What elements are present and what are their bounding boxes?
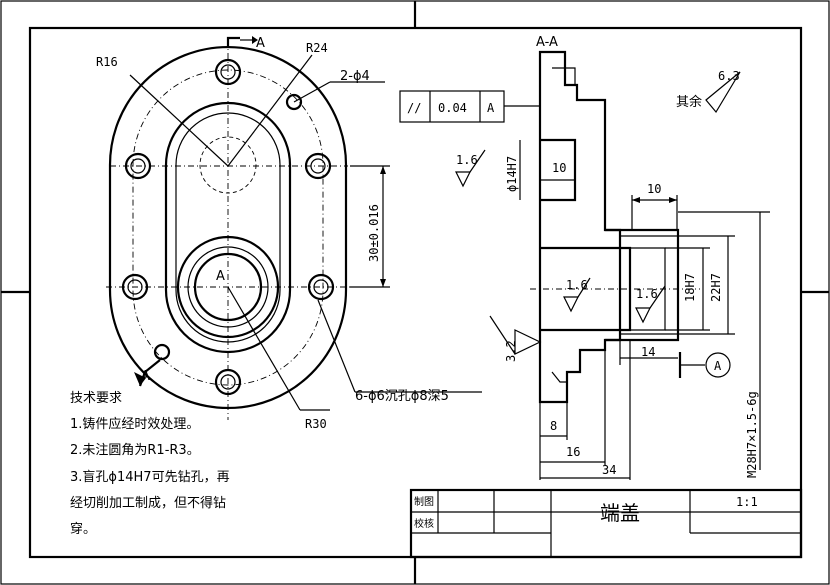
section-a-bottom-label: A <box>141 369 150 384</box>
six-holes-label: 6-ϕ6沉孔ϕ8深5 <box>355 389 449 404</box>
note-3a: 3.盲孔ϕ14H7可先钻孔，再 <box>70 469 230 485</box>
dim-10-top-label: 10 <box>647 182 661 196</box>
tolerance-datum: A <box>487 101 495 115</box>
roughness-1: 1.6 <box>456 153 478 167</box>
pin-hole-top <box>285 93 303 111</box>
scale-value: 1:1 <box>736 495 758 509</box>
dim-34-label: 34 <box>602 463 616 477</box>
flange-outline <box>108 45 348 410</box>
datum-a-circle <box>705 352 731 378</box>
phi14h7-label: ϕ14H7 <box>505 156 519 192</box>
note-2: 2.未注圆角为R1-R3。 <box>70 443 200 458</box>
section-body <box>538 50 632 404</box>
thread-label: M28H7×1.5-6g <box>745 391 759 478</box>
r30-label: R30 <box>305 417 327 431</box>
r16-leader <box>129 74 229 167</box>
dim-22h7-label: 22H7 <box>709 273 723 302</box>
dim-10-hole-label: 10 <box>552 161 566 175</box>
bolt-circle <box>132 69 324 386</box>
dim-16-label: 16 <box>566 445 580 459</box>
section-a-top-label: A <box>256 36 265 51</box>
inner-wall-outer <box>164 101 292 354</box>
drawn-by-label: 制图 <box>414 495 434 508</box>
r24-leader <box>227 54 313 167</box>
boss-profile <box>605 228 680 342</box>
notes-title: 技术要求 <box>70 391 122 406</box>
roughness-2: 1.6 <box>566 278 588 292</box>
checked-by-label: 校核 <box>414 517 434 530</box>
rest-roughness-value: 6.3 <box>718 69 740 83</box>
title-block: 制图 校核 端盖 1:1 <box>409 488 803 559</box>
holes-leader <box>317 299 356 393</box>
technical-notes: 技术要求 1.铸件应经时效处理。 2.未注圆角为R1-R3。 3.盲孔ϕ14H7… <box>70 391 230 537</box>
tolerance-value: 0.04 <box>438 101 467 115</box>
tolerance-symbol: // <box>407 101 421 115</box>
datum-a-label: A <box>714 359 722 373</box>
part-name: 端盖 <box>600 501 640 525</box>
section-view: A-A // 0.04 A 1.6 1.6 1.6 3.2 其余 6.3 ϕ14… <box>399 35 770 480</box>
rest-roughness-label: 其余 <box>676 94 702 110</box>
pin-hole-bottom <box>153 343 171 361</box>
section-title: A-A <box>536 35 558 50</box>
r30-leader <box>227 286 301 411</box>
section-mark-top <box>226 36 240 48</box>
roughness-4: 3.2 <box>504 340 518 362</box>
roughness-3: 1.6 <box>636 287 658 301</box>
dim-18h7-label: 18H7 <box>683 273 697 302</box>
dim-14-label: 14 <box>641 345 655 359</box>
note-3b: 经切削加工制成，但不得钻 <box>70 495 226 511</box>
inner-wall-inner <box>175 112 281 343</box>
front-view: 30±0.016 R16 R24 2-ϕ4 A A A 6-ϕ6沉孔ϕ8深5 R… <box>96 36 482 431</box>
two-phi4-label: 2-ϕ4 <box>340 69 370 84</box>
note-1: 1.铸件应经时效处理。 <box>70 416 199 432</box>
note-3c: 穿。 <box>70 521 96 537</box>
dim-30-label: 30±0.016 <box>367 204 381 262</box>
r16-label: R16 <box>96 55 118 69</box>
dim-8-label: 8 <box>550 419 557 433</box>
r24-label: R24 <box>306 41 328 55</box>
center-a-label: A <box>216 269 225 284</box>
